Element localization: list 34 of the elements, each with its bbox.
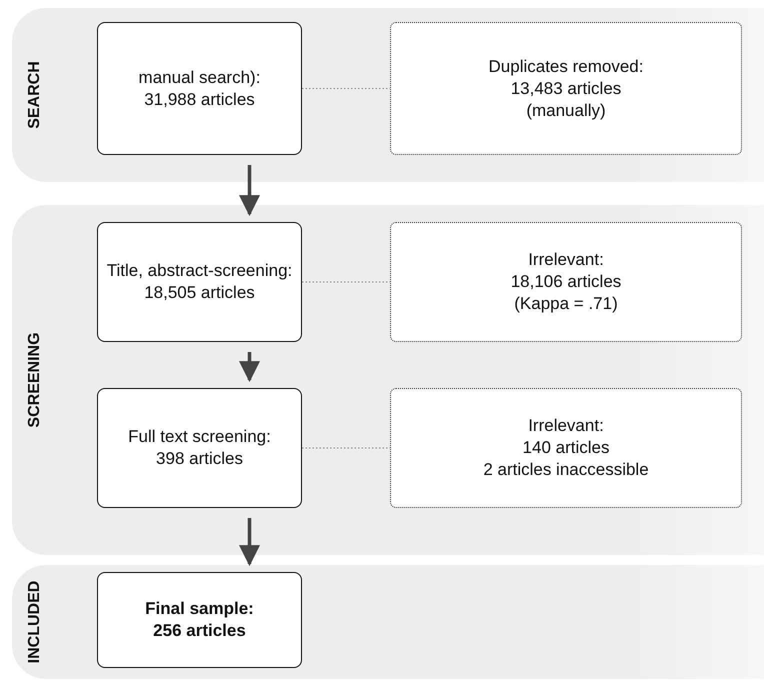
- box-text: Irrelevant:: [528, 415, 604, 437]
- box-text: Full text screening:: [128, 426, 271, 448]
- box-text: 13,483 articles: [510, 78, 622, 100]
- box-text: Title, abstract-screening:: [106, 260, 292, 282]
- box-text: 31,988 articles: [144, 88, 255, 110]
- arrow: [239, 165, 260, 216]
- stage-band: [12, 205, 764, 555]
- exclusion-box: [390, 222, 742, 342]
- box-text: 18,505 articles: [144, 282, 255, 304]
- stage-label: INCLUDED: [26, 580, 44, 664]
- connector-line: [302, 88, 390, 89]
- arrow: [239, 518, 260, 566]
- arrow: [239, 352, 260, 382]
- stage-band: [12, 565, 764, 679]
- process-box: [97, 572, 302, 668]
- box-text: (manually): [526, 100, 606, 122]
- stage-label: SCREENING: [26, 332, 44, 428]
- process-box: [97, 22, 302, 155]
- exclusion-box: [390, 22, 742, 155]
- box-text: 398 articles: [156, 448, 243, 470]
- process-box: [97, 222, 302, 342]
- process-box: [97, 388, 302, 508]
- exclusion-box: [390, 388, 742, 508]
- stage-label: SEARCH: [26, 61, 44, 129]
- box-text: Irrelevant:: [528, 249, 604, 271]
- stage-band: [12, 8, 764, 182]
- box-text: 18,106 articles: [510, 271, 622, 293]
- box-text: Duplicates removed:: [488, 56, 644, 78]
- box-text: manual search):: [138, 66, 260, 88]
- box-text: Final sample:: [145, 598, 254, 620]
- box-text: (Kappa = .71): [514, 293, 618, 315]
- box-text: 2 articles inaccessible: [483, 459, 649, 481]
- box-text: 140 articles: [522, 437, 610, 459]
- box-text: 256 articles: [153, 620, 246, 642]
